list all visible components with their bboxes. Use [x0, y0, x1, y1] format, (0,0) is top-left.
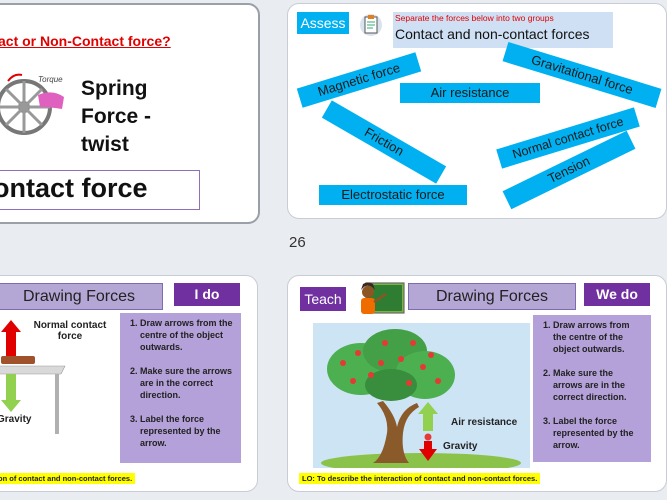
mode-tag: We do [584, 283, 650, 306]
title-line-2: Force - [81, 105, 152, 128]
page-number: 26 [289, 234, 306, 251]
learning-objective: on of contact and non-contact forces. [0, 473, 136, 484]
apple-tree-scene [313, 323, 530, 468]
step-2: Make sure the arrows are in the correct … [553, 367, 645, 403]
air-resistance-label: Air resistance [451, 417, 518, 428]
steps-box: Draw arrows from the centre of the objec… [533, 315, 651, 462]
step-1: Draw arrows from the centre of the objec… [140, 317, 235, 353]
title-box: Drawing Forces [0, 283, 163, 310]
teach-tag: Teach [300, 287, 346, 311]
title-box: Drawing Forces [408, 283, 576, 310]
heading-box: Separate the forces below into two group… [393, 12, 613, 48]
steering-wheel-illustration [0, 73, 64, 135]
assess-tag: Assess [297, 12, 349, 34]
table-diagram [0, 320, 66, 434]
learning-objective: LO: To describe the interaction of conta… [299, 473, 541, 484]
mode-tag: I do [174, 283, 240, 306]
normal-contact-label: Normal contact force [33, 320, 107, 342]
question-text: act or Non-Contact force? [0, 33, 171, 49]
torque-label: Torque [38, 75, 63, 84]
step-2: Make sure the arrows are in the correct … [140, 365, 235, 401]
slide-drawing-forces-we-do[interactable]: Teach Drawing Forces We do Air resistanc… [287, 275, 667, 492]
gravity-label: Gravity [0, 414, 32, 425]
slide-spring-force[interactable]: act or Non-Contact force? Torque Spring … [0, 3, 260, 224]
slide-title: Drawing Forces [22, 288, 136, 305]
answer-box[interactable]: ontact force [0, 170, 200, 210]
slide-title: Drawing Forces [435, 288, 549, 305]
slide-drawing-forces-i-do[interactable]: Drawing Forces I do Normal contact force… [0, 275, 258, 492]
force-electrostatic[interactable]: Electrostatic force [319, 185, 467, 205]
teacher-icon [361, 282, 405, 314]
step-3: Label the force represented by the arrow… [140, 413, 235, 449]
heading-text: Contact and non-contact forces [395, 26, 590, 42]
gravity-label: Gravity [443, 441, 478, 452]
title-line-1: Spring [81, 77, 148, 100]
step-1: Draw arrows from the centre of the objec… [553, 319, 645, 355]
force-friction[interactable]: Friction [321, 100, 447, 184]
force-air-resistance[interactable]: Air resistance [400, 83, 540, 103]
title-line-3: twist [81, 133, 129, 156]
answer-text: ontact force [0, 173, 148, 203]
steps-box: Draw arrows from the centre of the objec… [120, 313, 241, 463]
step-3: Label the force represented by the arrow… [553, 415, 645, 451]
clipboard-icon [360, 14, 382, 36]
instruction-text: Separate the forces below into two group… [395, 13, 554, 23]
slide-contact-forces[interactable]: Assess Separate the forces below into tw… [287, 3, 667, 219]
